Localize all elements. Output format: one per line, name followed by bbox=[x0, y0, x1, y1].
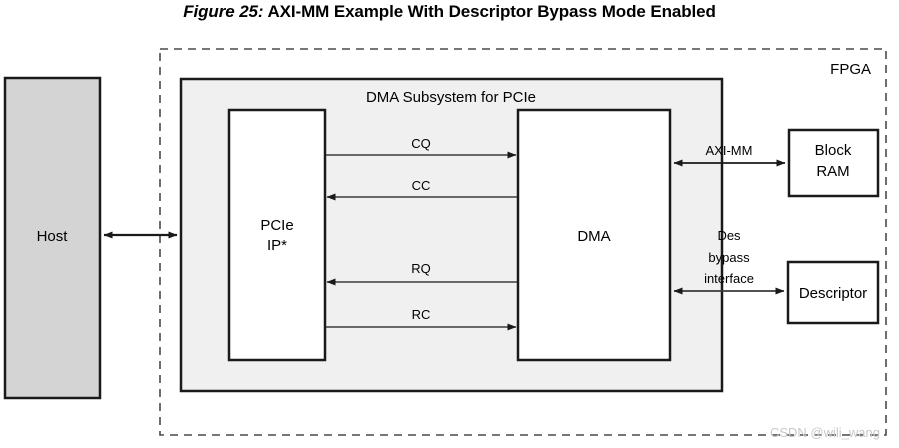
pcie-ip-label-line1: PCIe bbox=[260, 217, 293, 234]
fpga-boundary bbox=[159, 48, 887, 436]
dma-box bbox=[516, 108, 672, 362]
dma-box-label: DMA bbox=[577, 228, 610, 245]
rq-arrow-label: RQ bbox=[411, 261, 431, 276]
block-ram-label-line2: RAM bbox=[816, 163, 849, 180]
block-ram-label-line1: Block bbox=[815, 142, 852, 159]
dma-subsystem-label: DMA Subsystem for PCIe bbox=[366, 89, 536, 106]
cq-arrow-label: CQ bbox=[411, 136, 431, 151]
cc-arrow-label: CC bbox=[412, 178, 431, 193]
pcie-ip-label-line2: IP* bbox=[267, 237, 287, 254]
fpga-label: FPGA bbox=[830, 61, 871, 78]
des-bypass-label-line1: Des bbox=[717, 228, 741, 243]
descriptor-box-label: Descriptor bbox=[799, 285, 867, 302]
descriptor-box bbox=[786, 260, 880, 325]
host-box-label: Host bbox=[37, 228, 69, 245]
axi-mm-arrow-label: AXI-MM bbox=[706, 143, 753, 158]
des-bypass-label-line2: bypass bbox=[708, 250, 750, 265]
pcie-ip-box bbox=[227, 108, 327, 362]
des-bypass-label-line3: interface bbox=[704, 271, 754, 286]
watermark: CSDN @wili_wang bbox=[770, 425, 880, 440]
host-box bbox=[3, 76, 102, 400]
block-ram-box bbox=[787, 128, 880, 198]
rc-arrow-label: RC bbox=[412, 307, 431, 322]
figure-number: Figure 25: bbox=[183, 2, 264, 21]
figure-title-text: AXI-MM Example With Descriptor Bypass Mo… bbox=[267, 2, 716, 21]
figure-title: Figure 25: AXI-MM Example With Descripto… bbox=[0, 2, 899, 22]
